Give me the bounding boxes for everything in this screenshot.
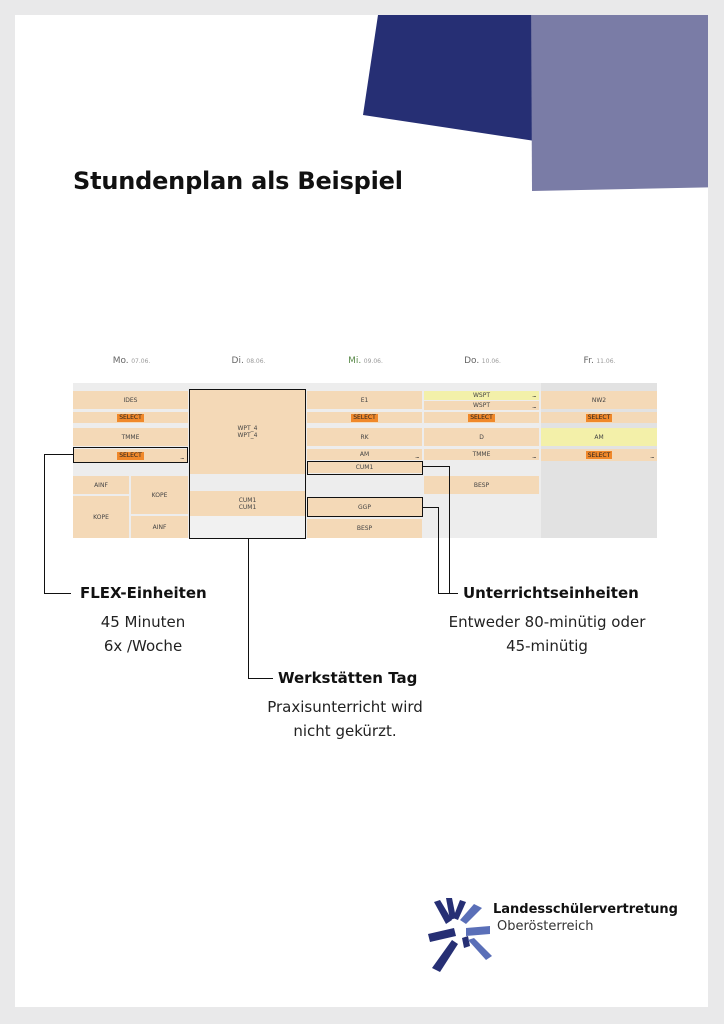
more-indicator: ... — [650, 452, 655, 460]
day-header-mo: Mo. 07.06. — [112, 356, 151, 366]
connector-unterricht — [423, 507, 439, 509]
connector-flex — [44, 454, 74, 456]
lesson-cell: SELECT — [541, 449, 657, 461]
connector-flex — [44, 454, 46, 594]
lavender-shape — [531, 15, 708, 191]
unterricht-desc-line1: Entweder 80-minütig oder — [448, 613, 646, 631]
werkstatt-label: Werkstätten Tag — [278, 669, 418, 687]
select-badge[interactable]: SELECT — [351, 413, 378, 422]
lesson-cell: GGP — [307, 497, 422, 517]
flex-highlight-box — [73, 447, 188, 463]
page-title: Stundenplan als Beispiel — [73, 167, 403, 195]
lesson-highlight-box — [307, 461, 423, 475]
lesson-cell: AM — [541, 428, 657, 446]
select-badge[interactable]: SELECT — [585, 413, 613, 422]
lesson-cell: TMME — [424, 449, 539, 460]
more-indicator: ... — [532, 402, 537, 410]
lesson-cell: SELECT — [541, 412, 657, 423]
connector-werkstatt — [248, 539, 250, 679]
lesson-cell: BESP — [424, 476, 539, 494]
lesson-cell: RK — [307, 428, 422, 446]
lesson-cell: AINF — [131, 516, 188, 538]
more-indicator: ... — [532, 391, 537, 399]
werkstatt-desc-line1: Praxisunterricht wird — [267, 698, 423, 716]
lesson-cell: IDES — [73, 391, 188, 409]
day-header-fr: Fr. 11.06. — [583, 356, 616, 366]
lesson-cell: NW2 — [541, 391, 657, 409]
lesson-cell: KOPE — [73, 496, 129, 538]
connector-unterricht — [438, 507, 440, 593]
lesson-cell: AINF — [73, 476, 129, 494]
unterricht-label: Unterrichtseinheiten — [463, 584, 639, 602]
werkstatt-desc-line2: nicht gekürzt. — [293, 722, 397, 740]
flex-label: FLEX-Einheiten — [80, 584, 207, 602]
unterricht-desc-line2: 45-minütig — [506, 637, 588, 655]
connector-unterricht — [449, 466, 451, 593]
lesson-cell: WSPT — [424, 391, 539, 400]
lesson-cell: BESP — [307, 519, 422, 538]
more-indicator: ... — [180, 453, 185, 461]
lesson-cell: WSPT — [424, 401, 539, 410]
connector-werkstatt — [248, 678, 273, 680]
select-badge[interactable]: SELECT — [468, 413, 495, 422]
select-badge[interactable]: SELECT — [117, 413, 144, 422]
lesson-highlight-box — [307, 497, 423, 517]
flex-desc-line1: 45 Minuten — [100, 613, 186, 631]
connector-flex — [44, 593, 71, 595]
day-header-do: Do. 10.06. — [464, 356, 501, 366]
navy-shape — [363, 15, 535, 141]
flex-desc-line2: 6x /Woche — [103, 637, 183, 655]
lesson-cell: KOPE — [131, 476, 188, 514]
logo-name: Landesschülervertretung — [493, 902, 678, 917]
day-header-mi: Mi. 09.06. — [348, 356, 383, 366]
empty-slot — [190, 516, 305, 538]
lesson-cell: SELECT — [307, 412, 422, 423]
lesson-cell: SELECT — [424, 412, 539, 423]
decorative-shapes — [363, 15, 708, 191]
logo-region: Oberösterreich — [497, 919, 594, 934]
workshop-highlight-box — [189, 389, 306, 539]
more-indicator: ... — [532, 452, 537, 460]
select-badge[interactable]: SELECT — [585, 451, 613, 459]
connector-unterricht — [438, 593, 458, 595]
lesson-cell: D — [424, 428, 539, 446]
arrows-star-icon — [428, 898, 492, 972]
lesson-cell: E1 — [307, 391, 422, 409]
connector-unterricht — [423, 466, 450, 468]
more-indicator: ... — [415, 452, 420, 460]
lesson-cell: CUM1 — [307, 462, 422, 473]
day-header-di: Di. 08.06. — [231, 356, 266, 366]
select-badge[interactable]: SELECT — [117, 451, 144, 460]
lesson-cell: AM — [307, 449, 422, 460]
lesson-cell: TMME — [73, 428, 188, 446]
lesson-cell: SELECT — [73, 412, 188, 423]
lesson-cell: SELECT — [73, 449, 188, 462]
